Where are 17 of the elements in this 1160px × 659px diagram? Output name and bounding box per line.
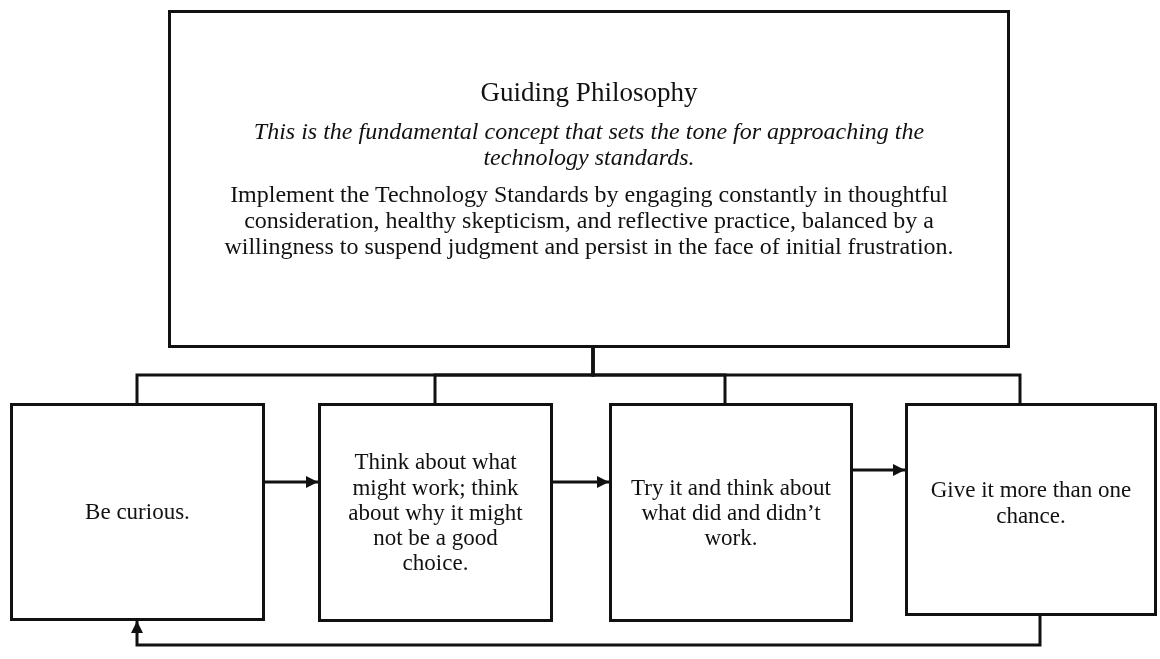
step-box <box>609 403 853 622</box>
arrow <box>853 464 905 476</box>
heading: Guiding Philosophy <box>480 78 698 108</box>
body-text: Implement the Technology Standards by engaging constantly in thoughtful consideration, healthy skepticism, and reflective practice, balanced by a willingness to suspend judgment and persist in the face of initial frustration. <box>223 180 955 260</box>
step-text: Be curious. <box>85 499 190 525</box>
step-box <box>318 403 553 622</box>
step-box <box>10 403 265 621</box>
connector-line <box>591 348 1022 403</box>
philosophy-box <box>168 10 1010 348</box>
arrow <box>265 476 318 488</box>
step-text: Give it more than one chance. <box>929 477 1133 528</box>
arrow <box>553 476 609 488</box>
arrow <box>131 616 1042 647</box>
step-text: Try it and think about what did and didn’t work. <box>630 474 832 551</box>
step-text: Think about what might work; think about why it might not be a good choice. <box>347 449 524 576</box>
step-box <box>905 403 1157 616</box>
description: This is the fundamental concept that sets the tone for approaching the technology standards. <box>252 117 926 171</box>
